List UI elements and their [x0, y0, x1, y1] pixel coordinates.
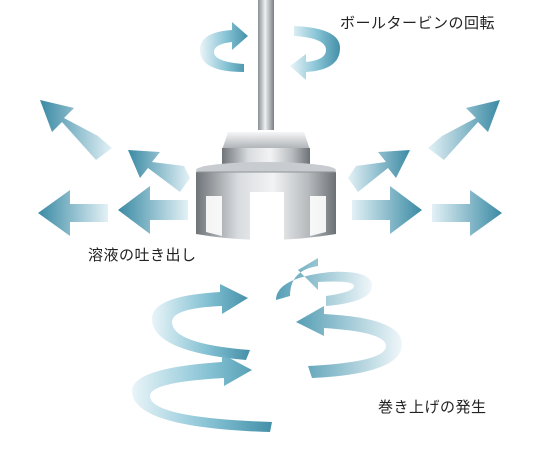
discharge-arrow-right-inner: [352, 186, 422, 234]
discharge-arrow-left-inner: [118, 186, 188, 234]
discharge-arrow-upper-right-outer: [428, 100, 500, 160]
label-upwelling: 巻き上げの発生: [378, 398, 487, 416]
rotation-arrow-right: [290, 26, 340, 80]
upwelling-swirl-top: [276, 258, 372, 306]
discharge-arrow-upper-right-inner: [348, 150, 410, 192]
discharge-arrow-left-outer: [38, 190, 108, 236]
discharge-arrow-upper-left-inner: [128, 150, 190, 192]
upwelling-swirl-mid-right: [296, 306, 402, 378]
discharge-arrow-right-outer: [432, 190, 502, 236]
upwelling-swirl-bottom-left: [131, 354, 272, 432]
rotation-arrow-left: [200, 22, 248, 72]
turbine-head: [196, 132, 336, 244]
discharge-arrow-upper-left-outer: [40, 100, 112, 160]
shaft: [258, 0, 274, 130]
label-rotation: ボールタービンの回転: [340, 14, 496, 32]
label-discharge: 溶液の吐き出し: [88, 246, 197, 264]
upwelling-swirl-mid-left: [151, 284, 250, 360]
